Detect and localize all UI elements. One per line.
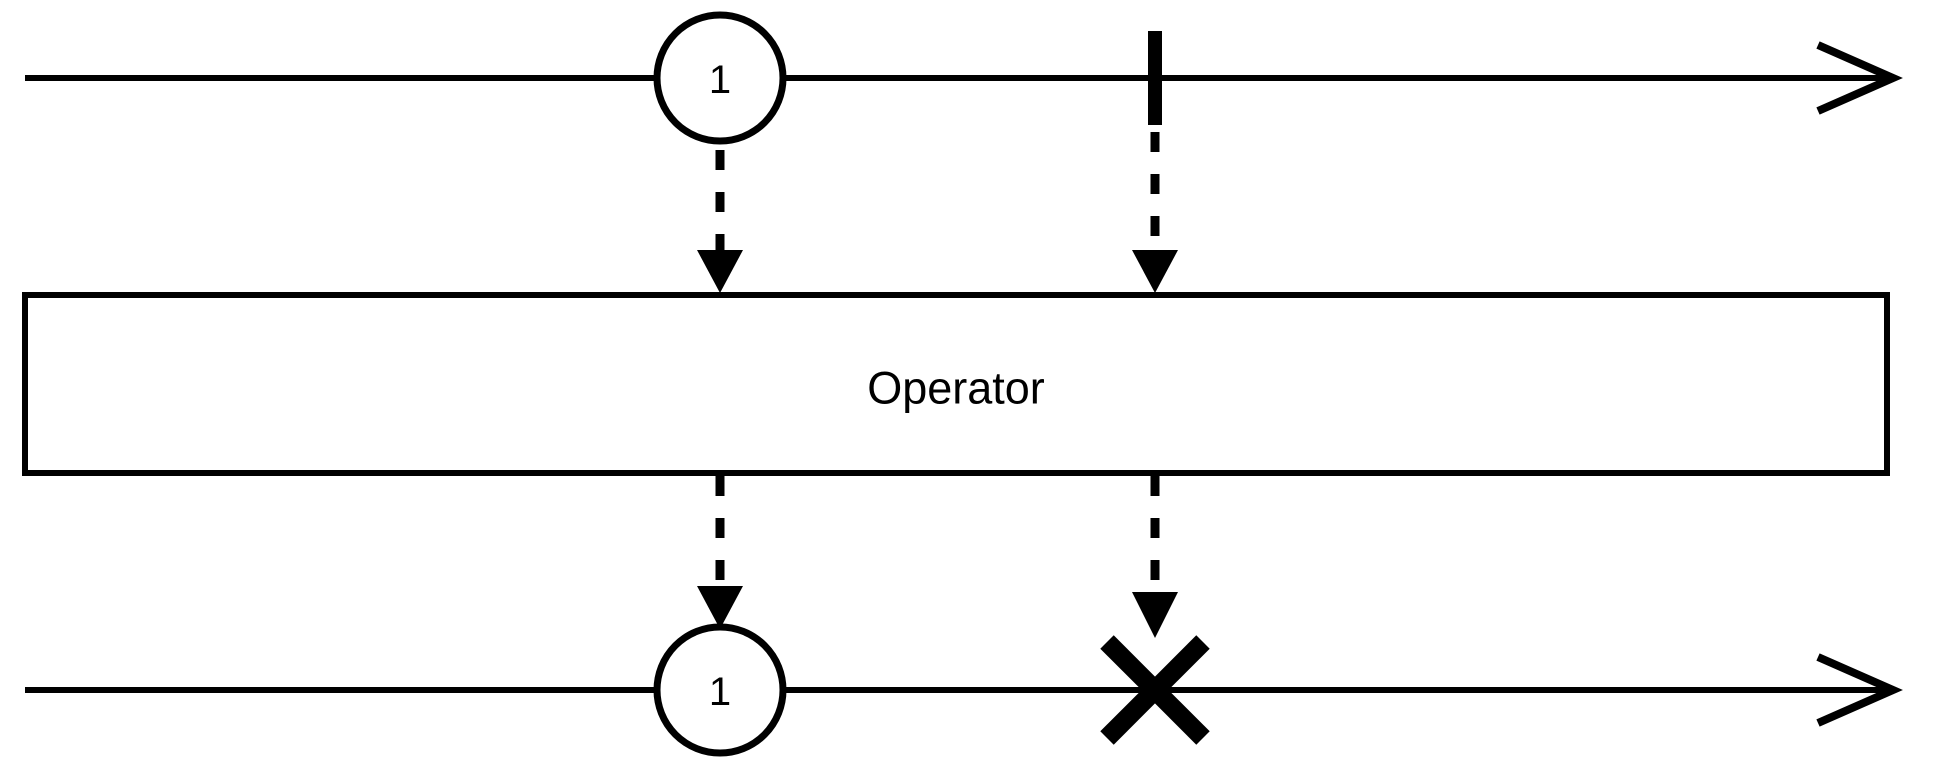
- marble-value-label: 1: [709, 58, 731, 102]
- marble-circle-shape: [653, 11, 787, 145]
- marble-value-label: 1: [709, 670, 731, 714]
- result-event-error[interactable]: [1100, 635, 1210, 745]
- operator-box-shape: [22, 292, 1890, 476]
- result-timeline-group: 1: [25, 623, 1903, 757]
- connector-arrowhead-icon: [1132, 250, 1178, 293]
- connector-arrowhead-icon: [1132, 592, 1178, 638]
- connector-in-next: [697, 150, 743, 293]
- operator-label: Operator: [867, 363, 1045, 414]
- connector-out-next: [697, 476, 743, 629]
- operator-box[interactable]: Operator: [22, 292, 1890, 476]
- source-timeline-group: 1: [25, 11, 1903, 145]
- result-timeline-arrowhead-icon: [1816, 653, 1903, 727]
- result-event-next-1[interactable]: 1: [653, 623, 787, 757]
- source-timeline-arrowhead-icon: [1816, 41, 1903, 115]
- connector-arrowhead-icon: [697, 250, 743, 293]
- complete-bar-icon: [1148, 31, 1162, 125]
- connector-arrowhead-icon: [697, 586, 743, 629]
- marble-circle-shape: [653, 623, 787, 757]
- source-event-next-1[interactable]: 1: [653, 11, 787, 145]
- connector-in-complete: [1132, 132, 1178, 293]
- error-cross-icon-stroke-b: [1100, 635, 1210, 745]
- source-event-complete[interactable]: [1148, 31, 1162, 125]
- connector-out-error: [1132, 476, 1178, 638]
